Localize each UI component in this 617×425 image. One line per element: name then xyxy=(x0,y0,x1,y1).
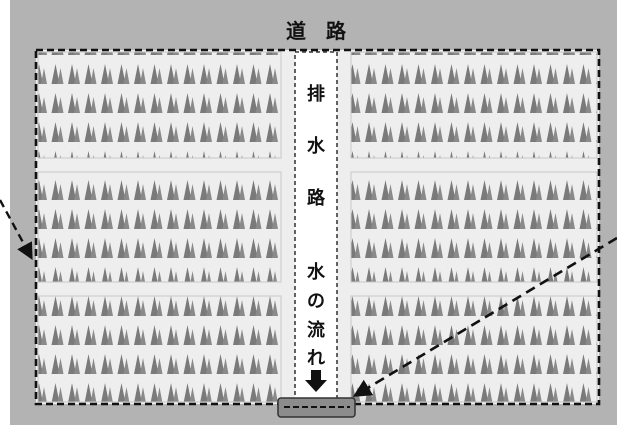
field-plot xyxy=(350,171,598,283)
channel-label-char: 排 xyxy=(307,83,325,105)
flow-label-char: 流 xyxy=(307,319,325,341)
flow-label-char: 水 xyxy=(307,261,326,283)
property-boundary xyxy=(34,48,601,406)
left-inflow-arrow xyxy=(0,199,33,260)
right-inflow-arrow xyxy=(352,236,617,397)
right-field-group xyxy=(350,51,598,403)
flow-label-char: の xyxy=(307,291,325,312)
channel-label: 排 水 路 xyxy=(307,83,326,209)
field-plot xyxy=(37,295,282,403)
field-plot xyxy=(37,51,282,159)
flow-label-char: れ xyxy=(307,348,325,369)
road-label: 道 路 xyxy=(286,19,347,43)
flow-label: 水 の 流 れ xyxy=(307,261,326,369)
left-field-group xyxy=(37,51,282,403)
field-plot xyxy=(350,51,598,159)
field-plot xyxy=(350,295,598,403)
channel-label-char: 路 xyxy=(307,187,326,209)
drain-outlet-icon xyxy=(277,397,356,418)
field-plot xyxy=(37,171,282,283)
down-arrow-icon xyxy=(305,370,327,392)
channel-label-char: 水 xyxy=(307,135,326,157)
